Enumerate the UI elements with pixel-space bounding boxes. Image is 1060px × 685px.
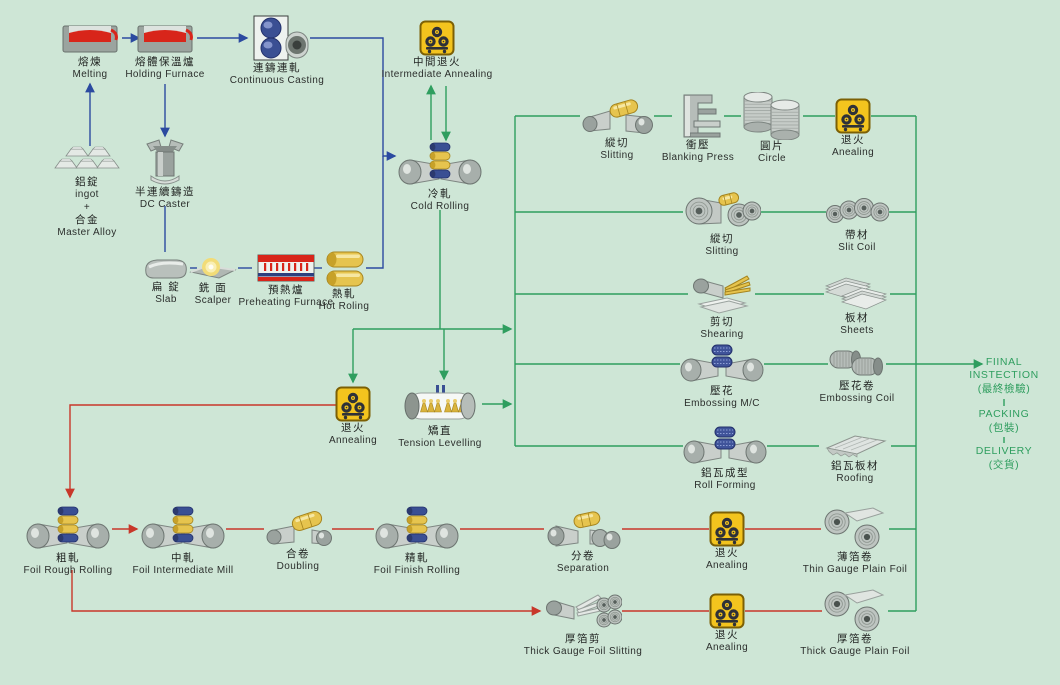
flow-line-blue [310,37,397,161]
flow-line-red [65,404,336,499]
flow-line-blue [366,156,384,269]
flow-line-red [71,570,542,616]
